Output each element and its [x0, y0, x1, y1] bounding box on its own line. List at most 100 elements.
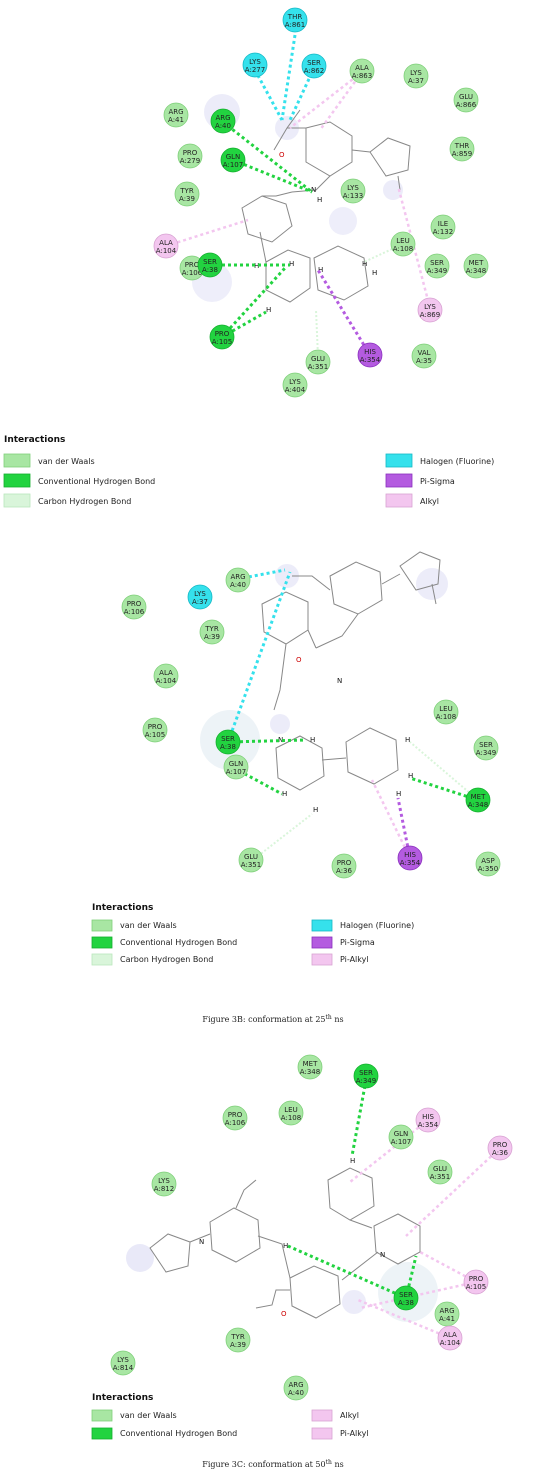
- legend-swatch: [91, 953, 113, 966]
- residue-id: A:40: [288, 1389, 304, 1397]
- residue-name: ALA: [159, 239, 173, 247]
- residue-name: LYS: [249, 58, 261, 66]
- residue-circle: [463, 253, 489, 279]
- residue-id: A:351: [241, 861, 261, 869]
- residue-id: A:106: [124, 608, 145, 616]
- residue-circle: [242, 52, 268, 78]
- residue-id: A:37: [192, 598, 208, 606]
- legend-swatch: [91, 936, 113, 949]
- residue-id: A:863: [352, 72, 372, 80]
- nitrogen-atom: N: [380, 1251, 385, 1259]
- legend-swatch: [91, 1409, 113, 1422]
- legend-title: Interactions: [92, 1393, 153, 1403]
- residue-name: LEU: [439, 705, 452, 713]
- residue-name: TYR: [179, 187, 194, 195]
- legend-label: Halogen (Fluorine): [420, 457, 494, 466]
- residue-name: ARG: [215, 114, 230, 122]
- residue-name: LEU: [396, 237, 409, 245]
- residue-circle: [163, 102, 189, 128]
- residue-circle: [353, 1063, 379, 1089]
- hydrogen-atom: H: [405, 736, 410, 744]
- residue-name: ARG: [288, 1381, 303, 1389]
- residue-circle: [177, 143, 203, 169]
- residue-circle: [463, 1269, 489, 1295]
- residue-circle: [238, 847, 264, 873]
- legend-label: Conventional Hydrogen Bond: [120, 1429, 237, 1438]
- hydrogen-atom: H: [313, 806, 318, 814]
- residue-name: PRO: [469, 1275, 484, 1283]
- legend-swatch: [385, 453, 413, 468]
- residue-id: A:351: [430, 1173, 450, 1181]
- legend-label: Carbon Hydrogen Bond: [120, 955, 213, 964]
- residue-circle: [278, 1100, 304, 1126]
- residue-id: A:348: [468, 801, 488, 809]
- residue-circle: [199, 619, 225, 645]
- residue-name: PRO: [127, 600, 142, 608]
- legend-swatch: [385, 473, 413, 488]
- residue-id: A:104: [156, 247, 177, 255]
- residue-circle: [174, 181, 200, 207]
- residue-name: HIS: [364, 348, 376, 356]
- residue-name: HIS: [422, 1113, 434, 1121]
- ligand-atoms-b: O N N H H H H H H: [278, 656, 413, 814]
- nitrogen-atom: N: [311, 186, 316, 194]
- residue-id: A:36: [336, 867, 352, 875]
- interactions-a: [165, 34, 432, 358]
- residue-circle: [449, 136, 475, 162]
- residue-circle: [397, 845, 423, 871]
- residue-id: A:354: [360, 356, 381, 364]
- residue-id: A:40: [215, 122, 231, 130]
- residue-id: A:349: [476, 749, 496, 757]
- residue-id: A:132: [433, 228, 453, 236]
- residue-circle: [110, 1350, 136, 1376]
- legend-swatch: [385, 493, 413, 508]
- residue-circle: [210, 108, 236, 134]
- legend-label: Pi-Sigma: [340, 938, 375, 947]
- ligand-atoms-a: O N H H H H H H H: [254, 151, 377, 314]
- residue-name: LYS: [347, 184, 359, 192]
- residue-name: LYS: [117, 1356, 129, 1364]
- residue-name: GLU: [311, 355, 325, 363]
- residue-circle: [331, 853, 357, 879]
- panel-b: O N N H H H H H H LYSA:37ARGA:40PROA:106…: [91, 551, 501, 1024]
- residue-name: PRO: [493, 1141, 508, 1149]
- residue-circle: [465, 787, 491, 813]
- residue-id: A:38: [398, 1299, 414, 1307]
- residue-name: ALA: [355, 64, 369, 72]
- legend-label: Alkyl: [420, 497, 439, 506]
- residue-id: A:104: [440, 1339, 461, 1347]
- residue-id: A:106: [225, 1119, 246, 1127]
- residue-name: LYS: [424, 303, 436, 311]
- ligand-b: [200, 551, 448, 791]
- residue-circle: [433, 699, 459, 725]
- residue-id: A:35: [416, 357, 432, 365]
- figure-caption-b: Figure 3B: conformation at 25th ns: [202, 1014, 343, 1024]
- residue-id: A:350: [478, 865, 498, 873]
